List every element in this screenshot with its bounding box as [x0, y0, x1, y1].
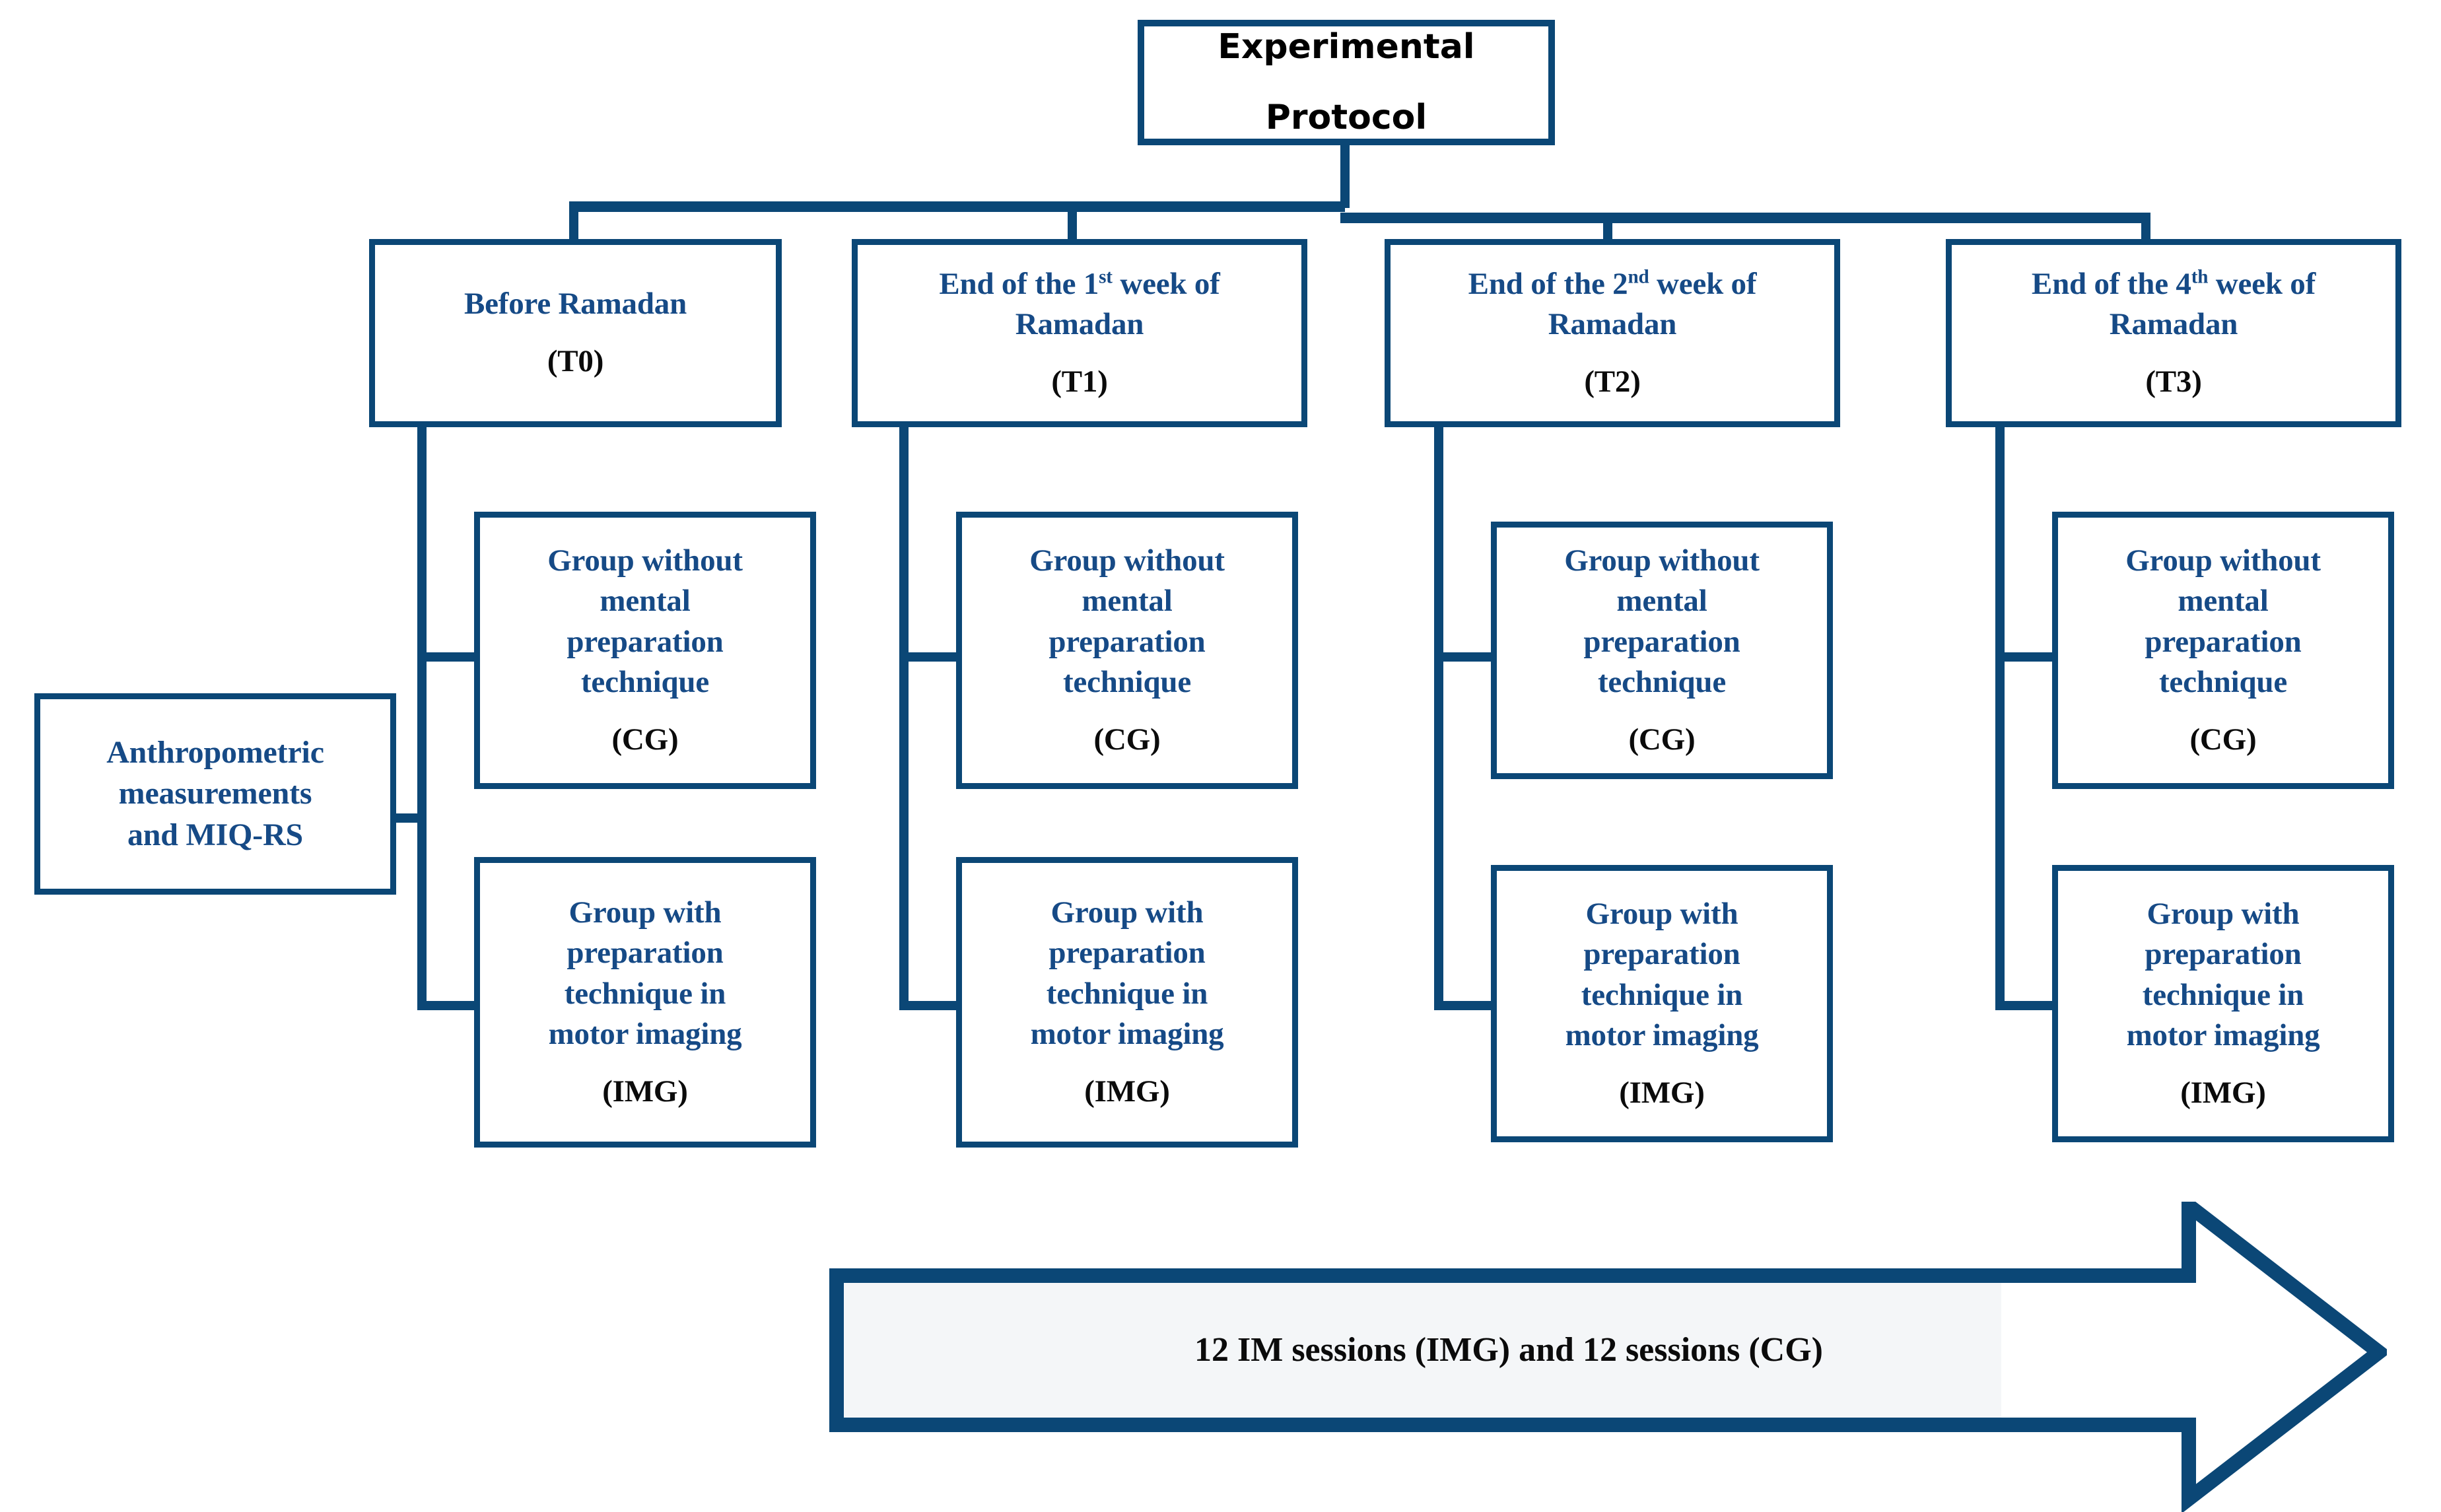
- cg-t1-line-4: technique: [1062, 664, 1192, 699]
- connector-root-stem: [1340, 145, 1350, 208]
- node-control-group-t2: Group without mental preparation techniq…: [1491, 522, 1833, 779]
- cg-t3-line-4: technique: [2158, 664, 2288, 699]
- spine-t0: [417, 426, 427, 1010]
- img-t1-line-1: Group with: [1050, 895, 1204, 930]
- connector-t3-to-cg: [1995, 652, 2053, 662]
- t0-title-pre: Before Ramadan: [464, 287, 687, 322]
- spine-t2: [1434, 426, 1443, 1010]
- t1-title-line2: Ramadan: [1015, 307, 1144, 342]
- connector-t1-to-cg: [899, 652, 957, 662]
- node-imagery-group-t0: Group with preparation technique in moto…: [474, 857, 816, 1148]
- connector-t2-to-cg: [1434, 652, 1492, 662]
- img-t3-line-3: technique in: [2142, 977, 2304, 1012]
- cg-t1-line-2: mental: [1082, 584, 1173, 619]
- connector-drop-t1: [1068, 201, 1077, 241]
- img-t1-code: (IMG): [1084, 1074, 1170, 1109]
- cg-t2-line-3: preparation: [1583, 624, 1740, 659]
- connector-drop-t3: [2141, 213, 2150, 241]
- node-timepoint-t0: Before Ramadan (T0): [369, 239, 782, 427]
- baseline-line-1: Anthropometric: [106, 734, 324, 770]
- img-t2-line-3: technique in: [1581, 977, 1743, 1012]
- connector-distribution-bar-right: [1340, 213, 2150, 223]
- img-t0-line-3: technique in: [564, 976, 726, 1011]
- t3-title-pre: End of the 4: [2031, 266, 2191, 301]
- root-line-1: Experimental: [1218, 26, 1475, 67]
- root-line-2: Protocol: [1265, 97, 1427, 137]
- cg-t3-line-2: mental: [2178, 584, 2269, 619]
- t1-title-sup: st: [1099, 266, 1113, 288]
- img-t3-line-2: preparation: [2145, 937, 2302, 972]
- t2-title-sup: nd: [1628, 266, 1649, 288]
- node-timepoint-t2: End of the 2nd week of Ramadan (T2): [1385, 239, 1840, 427]
- img-t0-line-2: preparation: [567, 936, 724, 971]
- img-t2-code: (IMG): [1619, 1075, 1705, 1110]
- node-timepoint-t1: End of the 1st week of Ramadan (T1): [852, 239, 1307, 427]
- connector-t2-to-img: [1434, 1001, 1492, 1010]
- img-t3-line-1: Group with: [2147, 897, 2300, 932]
- timeline-arrow: 12 IM sessions (IMG) and 12 sessions (CG…: [829, 1202, 2387, 1512]
- cg-t3-line-1: Group without: [2125, 543, 2321, 578]
- t1-title-post: week of: [1112, 266, 1220, 301]
- img-t3-code: (IMG): [2180, 1075, 2266, 1110]
- cg-t1-line-1: Group without: [1029, 543, 1225, 578]
- img-t0-code: (IMG): [602, 1074, 688, 1109]
- node-anthropometric-measurements: Anthropometric measurements and MIQ-RS: [34, 693, 396, 895]
- connector-t0-to-img: [417, 1001, 475, 1010]
- t3-title-sup: th: [2191, 266, 2209, 288]
- img-t0-line-1: Group with: [568, 895, 722, 930]
- connector-drop-t2: [1603, 213, 1612, 241]
- img-t2-line-2: preparation: [1583, 937, 1740, 972]
- img-t1-line-4: motor imaging: [1030, 1016, 1224, 1051]
- connector-t0-to-cg: [417, 652, 475, 662]
- node-control-group-t3: Group without mental preparation techniq…: [2052, 512, 2394, 789]
- node-control-group-t1: Group without mental preparation techniq…: [956, 512, 1298, 789]
- node-timepoint-t3: End of the 4th week of Ramadan (T3): [1946, 239, 2401, 427]
- baseline-line-3: and MIQ-RS: [127, 817, 304, 852]
- spine-t1: [899, 426, 909, 1010]
- node-imagery-group-t2: Group with preparation technique in moto…: [1491, 865, 1833, 1142]
- cg-t1-code: (CG): [1093, 722, 1161, 757]
- cg-t2-code: (CG): [1628, 722, 1696, 757]
- cg-t0-line-3: preparation: [567, 624, 724, 659]
- img-t3-line-4: motor imaging: [2126, 1017, 2320, 1052]
- timeline-arrow-label: 12 IM sessions (IMG) and 12 sessions (CG…: [1194, 1331, 1823, 1369]
- connector-t3-to-img: [1995, 1001, 2053, 1010]
- t2-code: (T2): [1584, 364, 1641, 399]
- baseline-line-2: measurements: [118, 776, 312, 811]
- cg-t0-line-2: mental: [600, 584, 691, 619]
- t3-title-post: week of: [2208, 266, 2316, 301]
- cg-t0-line-1: Group without: [547, 543, 743, 578]
- cg-t2-line-1: Group without: [1564, 543, 1760, 578]
- img-t2-line-4: motor imaging: [1565, 1017, 1759, 1052]
- connector-distribution-bar-left: [569, 201, 1345, 212]
- node-experimental-protocol: Experimental Protocol: [1138, 20, 1555, 145]
- img-t1-line-2: preparation: [1049, 936, 1206, 971]
- t2-title-pre: End of the 2: [1468, 266, 1628, 301]
- cg-t2-line-4: technique: [1597, 664, 1727, 699]
- t2-title-post: week of: [1649, 266, 1757, 301]
- node-imagery-group-t3: Group with preparation technique in moto…: [2052, 865, 2394, 1142]
- cg-t2-line-2: mental: [1616, 584, 1707, 619]
- t2-title-line2: Ramadan: [1548, 307, 1677, 342]
- cg-t3-code: (CG): [2189, 722, 2257, 757]
- spine-t3: [1995, 426, 2005, 1010]
- t1-title-pre: End of the 1: [939, 266, 1099, 301]
- t1-code: (T1): [1051, 364, 1108, 399]
- cg-t0-code: (CG): [611, 722, 679, 757]
- img-t2-line-1: Group with: [1585, 897, 1738, 932]
- cg-t0-line-4: technique: [580, 664, 710, 699]
- t3-code: (T3): [2145, 364, 2202, 399]
- connector-t1-to-img: [899, 1001, 957, 1010]
- t3-title-line2: Ramadan: [2109, 307, 2238, 342]
- node-imagery-group-t1: Group with preparation technique in moto…: [956, 857, 1298, 1148]
- t0-code: (T0): [547, 344, 604, 379]
- cg-t1-line-3: preparation: [1049, 624, 1206, 659]
- connector-drop-t0: [569, 201, 578, 241]
- cg-t3-line-3: preparation: [2145, 624, 2302, 659]
- node-control-group-t0: Group without mental preparation techniq…: [474, 512, 816, 789]
- img-t0-line-4: motor imaging: [548, 1016, 742, 1051]
- img-t1-line-3: technique in: [1046, 976, 1208, 1011]
